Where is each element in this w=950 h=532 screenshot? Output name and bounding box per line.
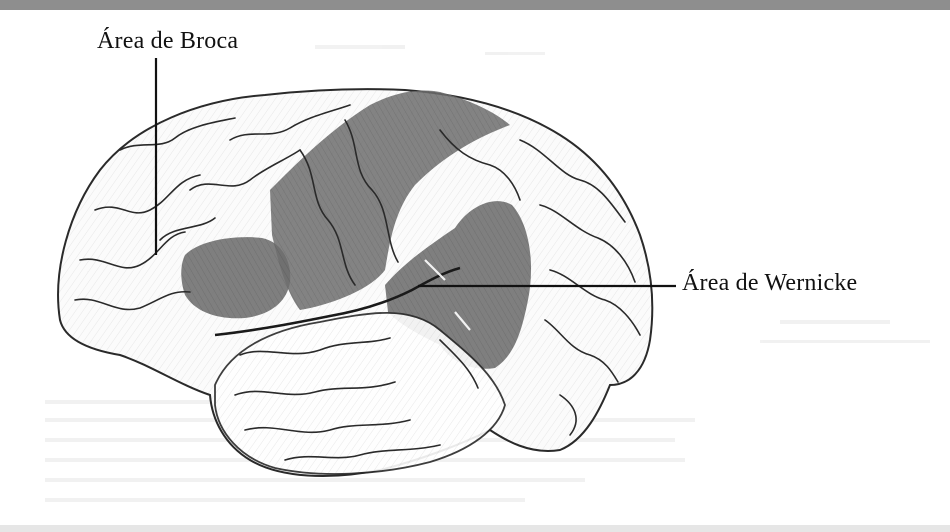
wernicke-area-label: Área de Wernicke (682, 270, 857, 297)
broca-area-label: Área de Broca (97, 28, 238, 55)
